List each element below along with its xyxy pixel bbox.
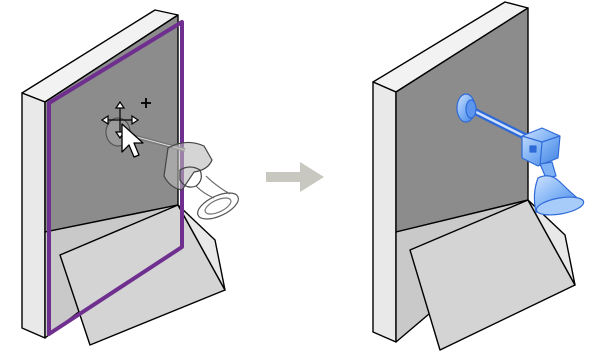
selected-face-highlight xyxy=(47,20,184,336)
right-arrow-icon xyxy=(266,162,324,192)
right-wall-block xyxy=(372,1,576,351)
move-arrows-icon xyxy=(100,100,140,140)
right-wall-side-face xyxy=(372,81,397,343)
left-wall-block xyxy=(21,9,226,346)
plus-icon xyxy=(141,98,151,108)
placed-lamp xyxy=(456,93,585,216)
pointer-cursor-icon xyxy=(121,123,144,158)
left-wall-side-face xyxy=(21,92,46,339)
left-wedge-side xyxy=(177,204,226,291)
right-wedge-side xyxy=(527,199,576,286)
